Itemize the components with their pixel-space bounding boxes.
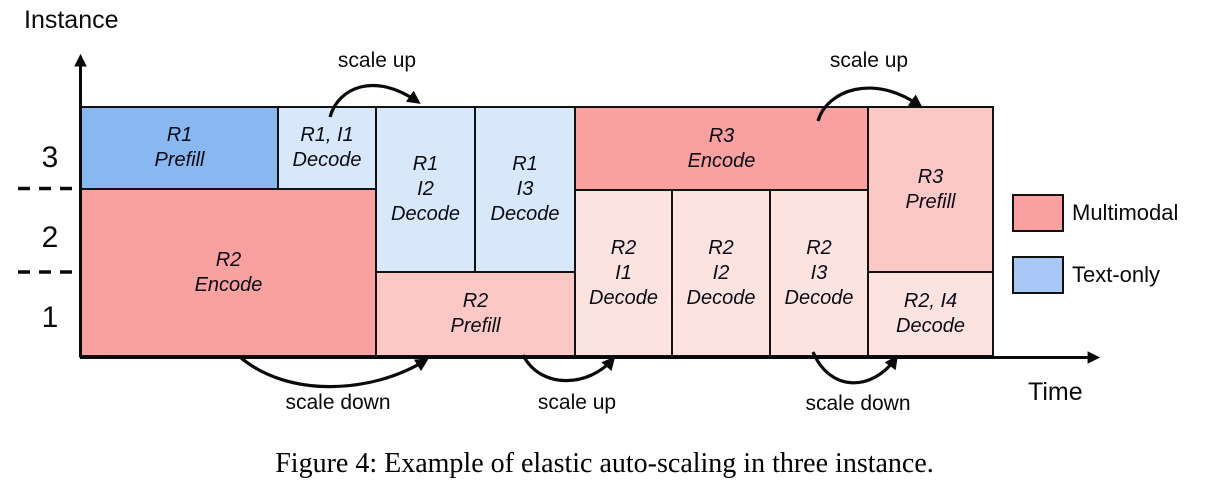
block-r2-i2-decode: R2 I2 Decode bbox=[671, 189, 771, 357]
block-label: R2 bbox=[708, 236, 734, 259]
scale-up-arrow-bottom-mid bbox=[521, 354, 616, 383]
block-label: Decode bbox=[292, 149, 362, 171]
block-r1-i2-decode: R1 I2 Decode bbox=[375, 106, 476, 273]
block-r2-i1-decode: R2 I1 Decode bbox=[574, 189, 673, 357]
legend-label: Multimodal bbox=[1072, 200, 1179, 225]
annotation-scale-down-bottom-right: scale down bbox=[805, 392, 911, 415]
block-r2-encode: R2 Encode bbox=[80, 188, 377, 357]
block-r3-encode: R3 Encode bbox=[574, 106, 869, 191]
block-label: I3 bbox=[810, 261, 828, 284]
block-label: Encode bbox=[687, 149, 756, 172]
block-label: R1, I1 bbox=[300, 124, 354, 146]
block-label: Encode bbox=[194, 273, 263, 296]
block-r2-prefill: R2 Prefill bbox=[375, 271, 576, 357]
block-label: Prefill bbox=[450, 315, 501, 337]
legend-item-text-only: Text-only bbox=[1012, 256, 1160, 294]
block-label: R2 bbox=[806, 236, 832, 259]
legend-swatch-text-only bbox=[1012, 256, 1064, 294]
block-label: R2 bbox=[610, 236, 637, 259]
y-tick-2: 2 bbox=[41, 221, 59, 254]
block-label: I2 bbox=[712, 261, 730, 284]
block-label: Decode bbox=[784, 286, 854, 309]
block-label: R3 bbox=[708, 124, 735, 147]
block-label: R2 bbox=[462, 290, 489, 312]
block-label: Prefill bbox=[154, 149, 205, 171]
y-axis-title: Instance bbox=[24, 6, 119, 34]
block-label: R1 bbox=[512, 153, 538, 175]
block-label: I2 bbox=[417, 178, 434, 200]
block-r1-i3-decode: R1 I3 Decode bbox=[474, 106, 576, 273]
block-label: Decode bbox=[896, 315, 965, 337]
block-label: I1 bbox=[615, 261, 632, 284]
figure-caption: Figure 4: Example of elastic auto-scalin… bbox=[275, 448, 934, 479]
annotation-scale-up-top-right: scale up bbox=[829, 49, 909, 72]
block-label: Decode bbox=[391, 203, 460, 225]
legend-item-multimodal: Multimodal bbox=[1012, 194, 1178, 232]
block-label: Prefill bbox=[905, 190, 956, 213]
block-label: I3 bbox=[516, 178, 534, 200]
block-label: R3 bbox=[917, 165, 944, 188]
annotation-scale-up-bottom-mid: scale up bbox=[537, 391, 617, 414]
block-r3-prefill: R3 Prefill bbox=[867, 106, 994, 273]
block-label: R1 bbox=[166, 124, 193, 146]
block-label: Decode bbox=[589, 286, 658, 309]
block-r2-i4-decode: R2, I4 Decode bbox=[867, 271, 994, 357]
block-label: R2 bbox=[215, 248, 242, 271]
y-tick-1: 1 bbox=[41, 301, 59, 334]
block-label: R2, I4 bbox=[903, 290, 958, 312]
y-tick-3: 3 bbox=[41, 141, 59, 174]
block-r1-i1-decode: R1, I1 Decode bbox=[277, 106, 377, 190]
block-r2-i3-decode: R2 I3 Decode bbox=[769, 189, 869, 357]
annotation-scale-up-top-left: scale up bbox=[337, 49, 417, 72]
block-label: R1 bbox=[412, 153, 439, 175]
x-axis-title: Time bbox=[1028, 378, 1083, 406]
block-label: Decode bbox=[686, 286, 756, 309]
annotation-scale-down-bottom-left: scale down bbox=[285, 391, 391, 414]
legend-label: Text-only bbox=[1072, 262, 1161, 287]
legend-swatch-multimodal bbox=[1012, 194, 1064, 232]
block-r1-prefill: R1 Prefill bbox=[80, 106, 279, 190]
scale-down-arrow-bottom-left bbox=[238, 355, 429, 389]
block-label: Decode bbox=[490, 203, 560, 225]
